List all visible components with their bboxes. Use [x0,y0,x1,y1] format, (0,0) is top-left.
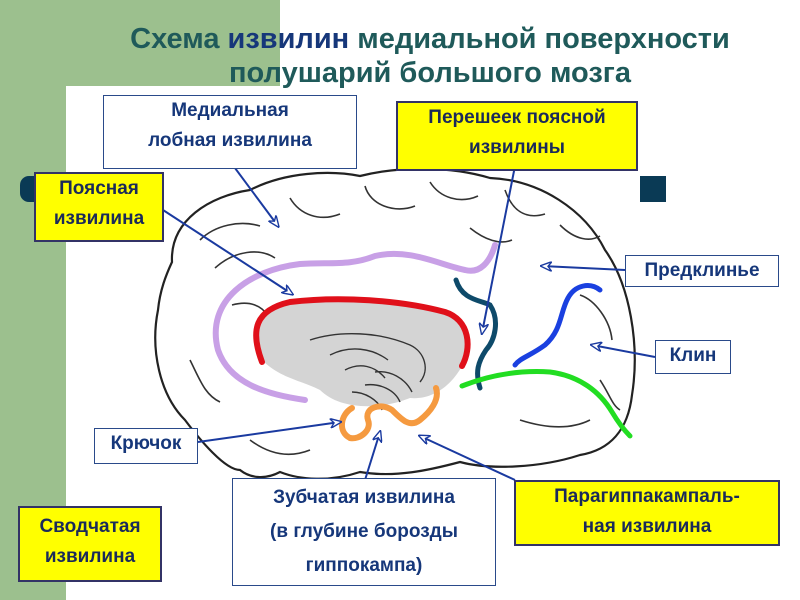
label-line: (в глубине борозды [270,521,458,542]
label-line: извилина [53,208,145,229]
pointer-arrows [162,163,656,481]
gyri-lines [189,181,621,456]
label-dentate: Зубчатая извилина (в глубине борозды гип… [232,478,496,586]
title-keyword: извилин [227,23,350,55]
precuneus-line [512,283,603,368]
bullet-marker [20,176,38,202]
label-line: лобная извилина [148,130,312,151]
label-precuneus: Предклинье [625,255,779,287]
label-uncus: Крючок [94,428,198,464]
label-line: Поясная [59,178,139,199]
label-line: Сводчатая [39,516,141,537]
corpus-callosum-outline [253,296,471,369]
top-green-band [66,0,280,86]
label-cingulate: Поясная извилина [34,172,164,242]
label-line: Предклинье [644,260,760,281]
label-line: извилина [44,546,136,567]
corpus-callosum-fill [256,299,468,407]
parahippocampal-line [459,369,633,439]
label-line: Парагиппакампаль- [554,486,740,507]
page-title: Схема извилин медиальной поверхности пол… [70,22,790,90]
label-line: извилины [469,137,565,158]
label-parahippocampal: Парагиппакампаль- ная извилина [514,480,780,546]
title-text-1: Схема [130,23,228,55]
label-line: Медиальная [171,100,289,121]
thalamus-lines [309,333,426,411]
label-fornix: Сводчатая извилина [18,506,162,582]
isthmus-line [453,277,498,391]
square-marker [640,176,666,202]
dentate-orange [347,385,440,442]
left-green-band [0,0,66,600]
label-cuneus: Клин [655,340,731,374]
title-text-2: медиальной поверхности [349,23,730,55]
label-line: гиппокампа) [305,555,423,576]
label-line: Крючок [110,433,182,454]
label-line: Перешеек поясной [428,107,606,128]
label-medial-frontal: Медиальная лобная извилина [103,95,357,169]
title-line-2: полушарий большого мозга [229,57,631,89]
label-line: Клин [669,345,717,366]
label-isthmus: Перешеек поясной извилины [396,101,638,171]
cingulate-outline [212,242,498,403]
label-line: Зубчатая извилина [273,487,455,508]
label-line: ная извилина [582,516,712,537]
